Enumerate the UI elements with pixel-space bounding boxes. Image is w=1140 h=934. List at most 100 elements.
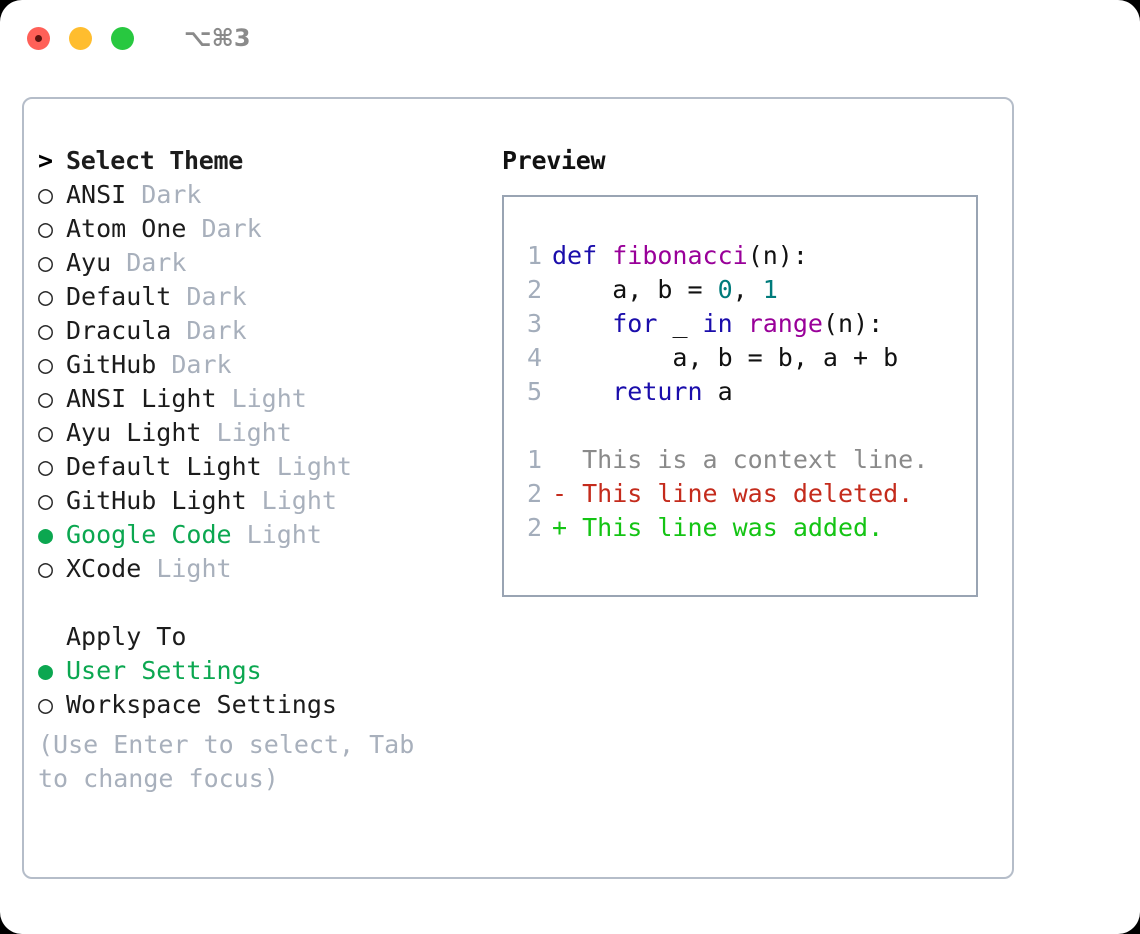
theme-variant-label: Light [216,384,307,413]
radio-selected-icon[interactable]: ● [38,520,54,549]
line-number: 1 [526,445,542,474]
code-token: - This line was deleted. [552,479,914,508]
code-token: + This line was added. [552,513,884,542]
theme-variant-label: Dark [171,316,247,345]
theme-list-item[interactable]: ○ GitHub Dark [38,348,488,382]
apply-to-title: Apply To [66,622,187,651]
theme-list-item[interactable]: ○ Ayu Dark [38,246,488,280]
preview-title: Preview [502,146,606,175]
theme-variant-label: Dark [156,350,232,379]
radio-unselected-icon[interactable]: ○ [38,554,54,583]
apply-to-label: Workspace Settings [66,690,337,719]
maximize-window-button[interactable] [111,26,134,50]
code-line: 2 a, b = 0, 1 [516,273,976,307]
apply-to-option[interactable]: ● User Settings [38,654,488,688]
theme-list-item[interactable]: ○ Default Dark [38,280,488,314]
main-panel: >Select Theme ○ANSI Dark○Atom One Dark○A… [22,97,1014,879]
diff-line: 2 + This line was added. [516,511,976,545]
theme-name-label: Default Light [66,452,262,481]
page-title: Select Theme [66,146,244,175]
radio-unselected-icon[interactable]: ○ [38,452,54,481]
theme-picker-column: >Select Theme ○ANSI Dark○Atom One Dark○A… [38,144,488,796]
radio-unselected-icon[interactable]: ○ [38,690,54,719]
theme-name-label: GitHub Light [66,486,247,515]
code-token: for [612,309,673,338]
theme-name-label: Google Code [66,520,232,549]
theme-list-item[interactable]: ○ XCode Light [38,552,488,586]
theme-variant-label: Light [141,554,232,583]
radio-unselected-icon[interactable]: ○ [38,418,54,447]
theme-name-label: Atom One [66,214,187,243]
code-token: , [732,275,763,304]
line-number: 2 [526,275,542,304]
radio-unselected-icon[interactable]: ○ [38,384,54,413]
code-token: fibonacci [612,241,748,270]
code-token: a [717,377,733,406]
code-token: (n): [822,309,884,338]
radio-unselected-icon[interactable]: ○ [38,316,54,345]
theme-list-item[interactable]: ○Default Light Light [38,450,488,484]
radio-unselected-icon[interactable]: ○ [38,282,54,311]
theme-name-label: Ayu Light [66,418,202,447]
code-token: def [552,241,613,270]
theme-name-label: GitHub [66,350,157,379]
theme-name-label: Dracula [66,316,172,345]
code-token: range [747,309,823,338]
code-token [552,309,612,338]
theme-variant-label: Light [231,520,322,549]
code-line: 5 return a [516,375,976,409]
theme-name-label: Ayu [66,248,112,277]
theme-variant-label: Dark [171,282,247,311]
minimize-window-button[interactable] [69,26,92,50]
line-number: 1 [526,241,542,270]
code-token: 0 [717,275,733,304]
code-token: This is a context line. [552,445,929,474]
code-line: 3 for _ in range(n): [516,307,976,341]
theme-variant-label: Dark [126,180,202,209]
theme-list-item[interactable]: ○Ayu Light Light [38,416,488,450]
theme-list-item[interactable]: ● Google Code Light [38,518,488,552]
code-token: 1 [762,275,778,304]
apply-to-header: ○Apply To [38,620,488,654]
line-number: 5 [526,377,542,406]
theme-name-label: Default [66,282,172,311]
theme-list-item[interactable]: ○ GitHub Light Light [38,484,488,518]
theme-list-item[interactable]: ○ Dracula Dark [38,314,488,348]
theme-list-item[interactable]: ○ ANSI Light Light [38,382,488,416]
diff-line: 1 This is a context line. [516,443,976,477]
line-number: 4 [526,343,542,372]
keyboard-hint-text: (Use Enter to select, Tab to change focu… [38,730,415,793]
theme-list: ○ANSI Dark○Atom One Dark○Ayu Dark○Defaul… [38,178,488,586]
line-number: 3 [526,309,542,338]
traffic-lights [27,26,134,50]
radio-unselected-icon[interactable]: ○ [38,350,54,379]
diff-preview: 1 This is a context line. 2 - This line wa… [516,443,976,545]
list-spacer [38,586,488,620]
line-number: 2 [526,513,542,542]
radio-unselected-icon[interactable]: ○ [38,248,54,277]
radio-unselected-icon[interactable]: ○ [38,486,54,515]
theme-variant-label: Dark [186,214,262,243]
radio-selected-icon[interactable]: ● [38,656,54,685]
theme-variant-label: Light [246,486,337,515]
code-token: a, b = b, a + b [552,343,899,372]
close-window-button[interactable] [27,26,50,50]
code-diff-separator [516,409,976,443]
radio-unselected-icon[interactable]: ○ [38,214,54,243]
apply-to-label: User Settings [66,656,262,685]
theme-name-label: XCode [66,554,142,583]
theme-variant-label: Dark [111,248,187,277]
apply-to-option[interactable]: ○ Workspace Settings [38,688,488,722]
theme-name-label: ANSI Light [66,384,217,413]
code-token: in [702,309,748,338]
keyboard-shortcut-label: ⌥⌘3 [184,24,251,52]
code-token: _ [672,309,703,338]
theme-list-item[interactable]: ○ Atom One Dark [38,212,488,246]
radio-unselected-icon[interactable]: ○ [38,180,54,209]
apply-to-marker-placeholder: ○ [38,620,66,654]
theme-list-item[interactable]: ○ANSI Dark [38,178,488,212]
select-theme-header: >Select Theme [38,144,488,178]
